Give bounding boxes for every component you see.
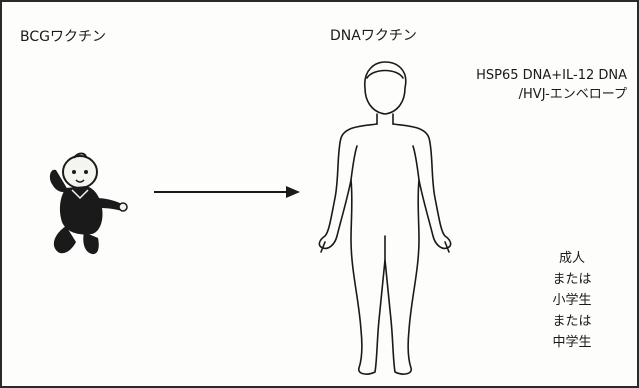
recipient-adult: 成人 xyxy=(542,248,602,269)
infant-figure-icon xyxy=(42,150,132,260)
recipient-or-1: または xyxy=(542,269,602,290)
dna-vaccine-label: DNAワクチン xyxy=(330,28,417,45)
adult-human-outline-icon xyxy=(315,60,455,378)
recipients-list: 成人 または 小学生 または 中学生 xyxy=(542,248,602,353)
construct-line-1: HSP65 DNA+IL-12 DNA xyxy=(476,66,627,85)
recipient-or-2: または xyxy=(542,311,602,332)
right-arrow-icon xyxy=(152,184,302,200)
recipient-elementary: 小学生 xyxy=(542,290,602,311)
bcg-vaccine-label: BCGワクチン xyxy=(20,29,106,46)
construct-label: HSP65 DNA+IL-12 DNA /HVJ-エンベロープ xyxy=(476,66,627,104)
construct-line-2: /HVJ-エンベロープ xyxy=(476,85,627,104)
recipient-junior-high: 中学生 xyxy=(542,332,602,353)
